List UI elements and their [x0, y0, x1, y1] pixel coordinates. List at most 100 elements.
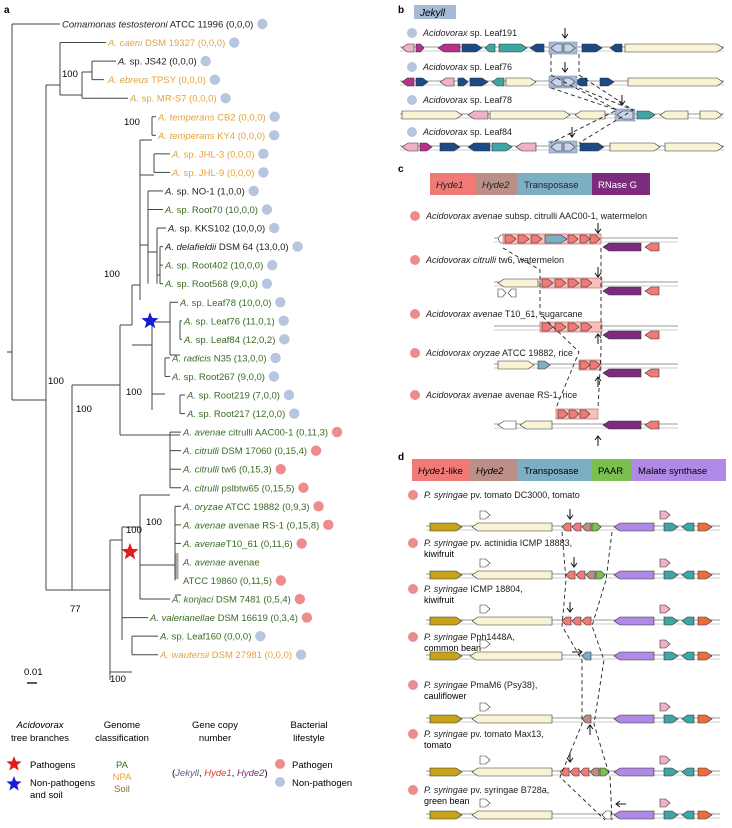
gene-arrow	[567, 322, 580, 332]
strain-label: P. syringae pv. actinidia ICMP 18883,	[424, 538, 572, 548]
gene-arrow	[479, 639, 491, 649]
panel-d-legend-label: Hyde2	[476, 466, 504, 477]
gene-arrow	[484, 43, 496, 53]
legend-nonpath-2: and soil	[30, 790, 63, 801]
taxon-label: A. sp. JHL-3 (0,0,0)	[171, 149, 254, 160]
pathogen-dot-icon	[294, 593, 306, 605]
strain-italic: Acidovorax avenae	[425, 309, 503, 319]
gene-arrow	[467, 142, 491, 152]
taxon-genus: A.	[164, 186, 174, 197]
gene-arrow	[697, 767, 713, 777]
arrowhead	[615, 800, 621, 808]
gene-arrow	[659, 604, 671, 614]
taxon-label: A. sp. Root217 (12,0,0)	[186, 409, 285, 420]
nonpathogen-dot-icon	[278, 315, 289, 326]
gene-arrow	[439, 77, 455, 87]
pathogen-dot-icon	[275, 575, 287, 586]
gene-arrow	[479, 798, 491, 808]
strain-label: P. syringae Pph1448A,	[424, 632, 515, 642]
panel-d-legend-box	[518, 459, 592, 481]
gene-arrow	[663, 767, 679, 777]
gene-arrow	[541, 278, 554, 288]
gene-arrow	[567, 234, 579, 244]
strain-host: kiwifruit	[424, 595, 455, 605]
taxon-genus: A.	[186, 409, 196, 420]
nonpathogen-dot-icon	[407, 127, 417, 137]
taxon-detail: ATCC 19882 (0,9,3)	[223, 502, 309, 513]
gene-arrow	[471, 810, 553, 820]
nonpathogen-dot-icon	[267, 259, 278, 271]
pathogen-dot-icon	[331, 426, 343, 438]
strain-host: common bean	[424, 643, 481, 653]
pathogen-dot-icon	[313, 501, 324, 512]
gene-arrow	[504, 234, 517, 244]
strain-italic: Acidovorax	[422, 127, 468, 137]
taxon-genus: A.	[179, 298, 189, 309]
strain-detail: sp. Leaf84	[468, 127, 513, 137]
gene-arrow	[580, 278, 593, 288]
nonpathogen-dot-icon	[269, 111, 280, 122]
taxon-genus: A. avenae	[182, 557, 226, 568]
taxon-label: A. caeni DSM 19327 (0,0,0)	[107, 38, 225, 49]
arrowhead	[568, 132, 576, 138]
strain-italic: Acidovorax avenae	[425, 211, 503, 221]
taxon-detail: CB2 (0,0,0)	[215, 112, 266, 123]
strain-detail: Pph1448A,	[468, 632, 515, 642]
nonpathogen-dot-icon	[229, 37, 240, 48]
panel-d-legend-label: PAAR	[598, 466, 623, 477]
gene-arrow	[659, 639, 671, 649]
legend-pathogen: Pathogen	[292, 760, 333, 771]
taxon-detail: sp. Root217 (12,0,0)	[196, 409, 285, 420]
gene-arrow	[568, 409, 580, 419]
gene-arrow	[627, 77, 724, 87]
taxon-genus: A.	[171, 168, 181, 179]
gene-arrow	[559, 767, 570, 777]
strain-host: kiwifruit	[424, 549, 455, 559]
pathogen-dot-icon	[298, 482, 309, 493]
legend-gene-title-2: number	[199, 733, 231, 744]
pathogen-dot-icon	[410, 309, 420, 319]
gene-arrow	[467, 110, 489, 120]
gene-arrow	[659, 510, 671, 520]
gene-arrow	[554, 278, 567, 288]
taxon-label: A. sp. Leaf84 (12,0,2)	[183, 335, 275, 346]
gene-arrow	[401, 110, 463, 120]
gene-arrow	[530, 234, 543, 244]
gene-arrow	[471, 570, 553, 580]
gene-arrow	[579, 767, 590, 777]
legend-genome-title-2: classification	[95, 733, 149, 744]
gene-arrow	[517, 234, 530, 244]
taxa-labels: Comamonas testosteroni ATCC 11996 (0,0,0…	[62, 18, 343, 661]
pathogen-dot-icon	[301, 612, 313, 623]
gene-arrow	[697, 570, 713, 580]
nonpathogen-dot-icon	[248, 185, 259, 197]
gene-arrow	[581, 651, 592, 661]
gene-arrow	[479, 558, 491, 568]
nonpathogen-dot-icon	[268, 371, 280, 382]
panel-c-legend-label: Transposase	[524, 180, 579, 191]
gene-arrow	[589, 360, 601, 370]
taxon-label: A. avenae citrulli AAC00-1 (0,11,3)	[182, 428, 328, 439]
gene-arrow	[613, 767, 655, 777]
gene-arrow	[479, 755, 491, 765]
taxon-label: A. radicis N35 (13,0,0)	[171, 353, 267, 364]
taxon-label: A. sp. Root402 (10,0,0)	[164, 261, 263, 272]
panel-c-legend-box	[476, 173, 518, 195]
legend-tree-title: tree branches	[11, 733, 69, 744]
gene-arrow	[591, 522, 602, 532]
pathogen-dot-icon	[408, 680, 418, 690]
strain-italic: Acidovorax	[422, 95, 468, 105]
pathogen-dot-icon	[408, 729, 418, 739]
homology-dashed-line	[559, 531, 606, 821]
strain-italic: Acidovorax oryzae	[425, 348, 500, 358]
pathogen-dot-icon	[296, 538, 307, 549]
gene-arrow	[471, 616, 553, 626]
strain-label: P. syringae pv. tomato DC3000, tomato	[424, 490, 580, 500]
taxon-label: A. delafieldii DSM 64 (13,0,0)	[164, 242, 289, 253]
taxon-detail: sp. Root402 (10,0,0)	[174, 261, 263, 272]
gene-arrow	[491, 142, 513, 152]
gene-arrow	[563, 142, 576, 152]
gene-arrow	[579, 142, 605, 152]
scale-bar: 0.01	[24, 667, 43, 684]
taxon-label: A. oryzae ATCC 19882 (0,9,3)	[182, 502, 310, 513]
